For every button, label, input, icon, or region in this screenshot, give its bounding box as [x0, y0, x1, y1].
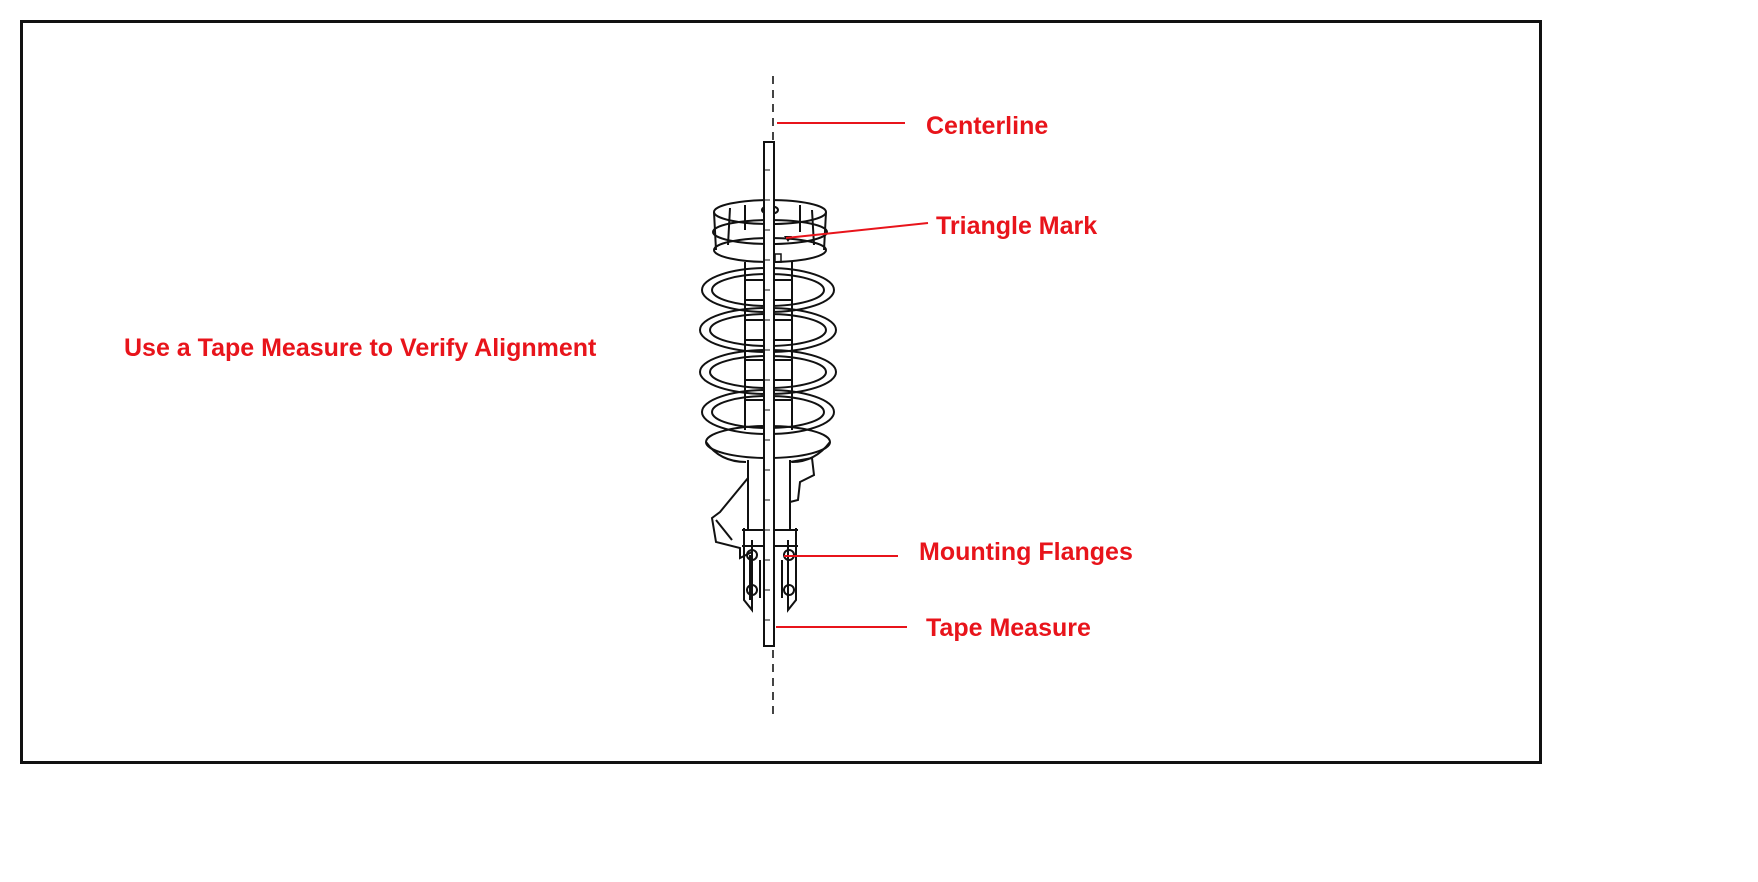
strut-body — [747, 460, 791, 530]
hose-bracket — [789, 456, 816, 503]
triangle-mark-leader — [785, 222, 929, 239]
diagram-frame — [20, 20, 1542, 764]
triangle-mark-label: Triangle Mark — [936, 212, 1098, 240]
centerline-label: Centerline — [926, 112, 1049, 140]
tape-measure-label: Tape Measure — [926, 614, 1091, 642]
mounting-flanges-label: Mounting Flanges — [919, 538, 1133, 566]
mounting-flanges-drawing — [742, 528, 798, 613]
tape-measure-drawing — [763, 141, 775, 647]
instruction-label: Use a Tape Measure to Verify Alignment — [124, 334, 597, 362]
coil-spring-strut-assembly — [699, 199, 837, 613]
